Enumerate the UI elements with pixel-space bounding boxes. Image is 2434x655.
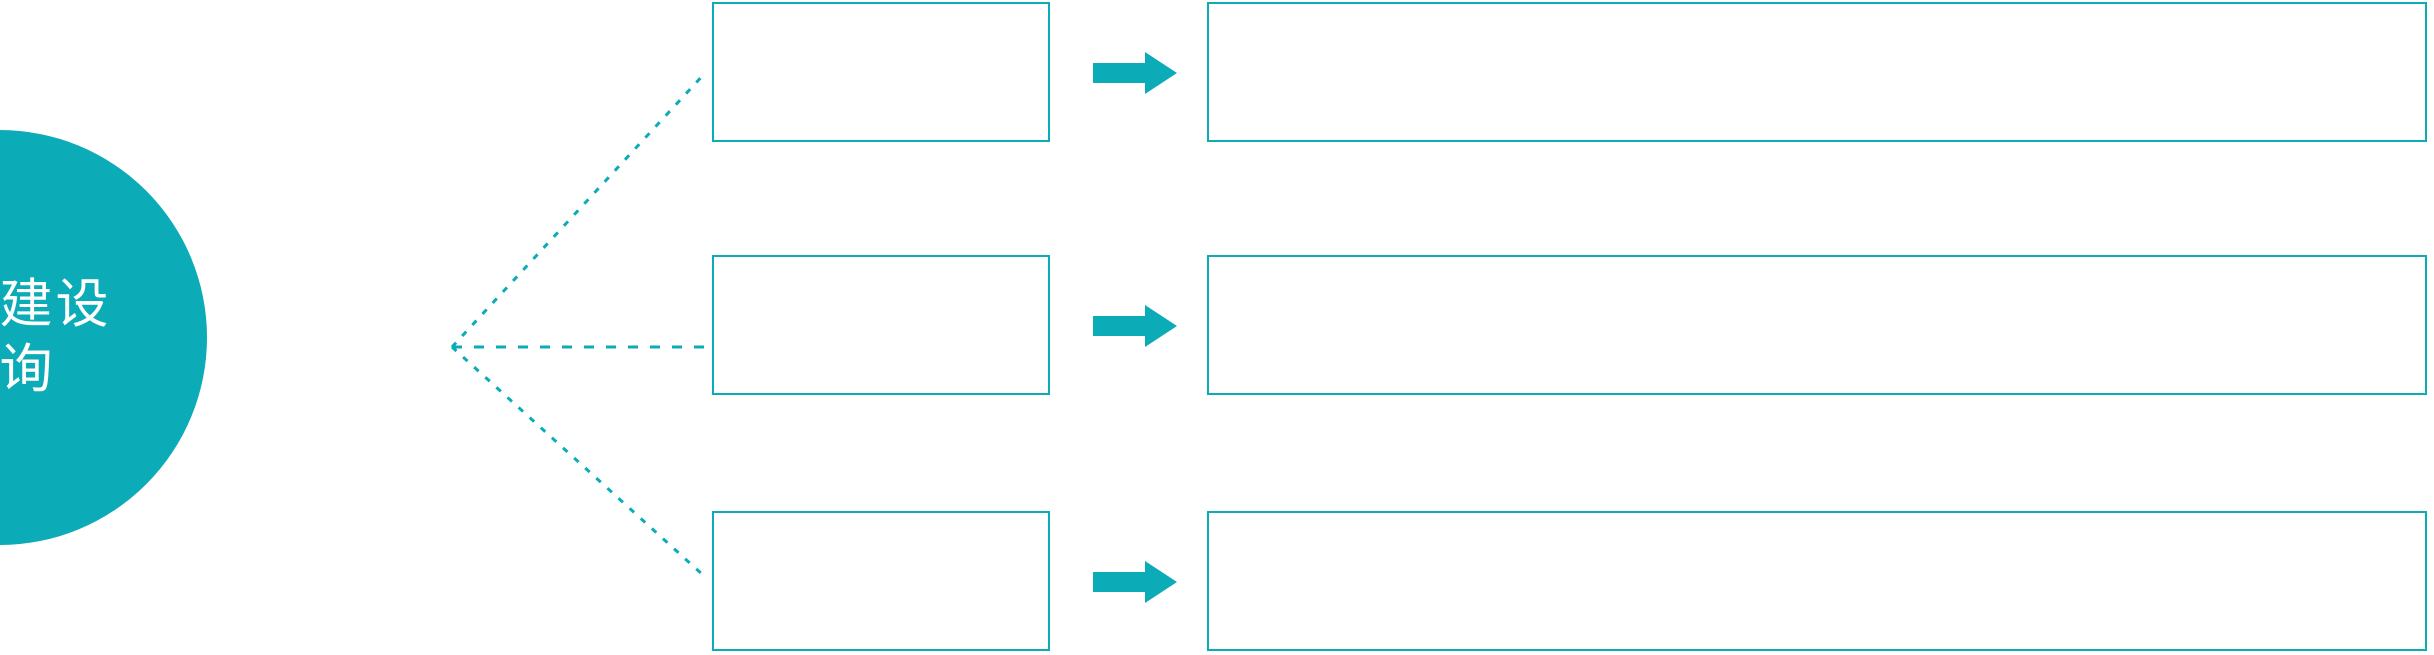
hub-label-line-2: 咨询 <box>0 339 56 399</box>
flow-row <box>0 255 2434 397</box>
flow-row <box>0 2 2434 144</box>
right-arrow-icon <box>1093 305 1177 347</box>
stage-box[interactable] <box>712 255 1050 395</box>
right-arrow-icon <box>1093 561 1177 603</box>
detail-box[interactable] <box>1207 2 2427 142</box>
detail-box[interactable] <box>1207 255 2427 395</box>
flow-row <box>0 511 2434 653</box>
hub-label-line-1: 等保建设 <box>0 274 112 334</box>
stage-box[interactable] <box>712 2 1050 142</box>
detail-box[interactable] <box>1207 511 2427 651</box>
stage-box[interactable] <box>712 511 1050 651</box>
right-arrow-icon <box>1093 52 1177 94</box>
